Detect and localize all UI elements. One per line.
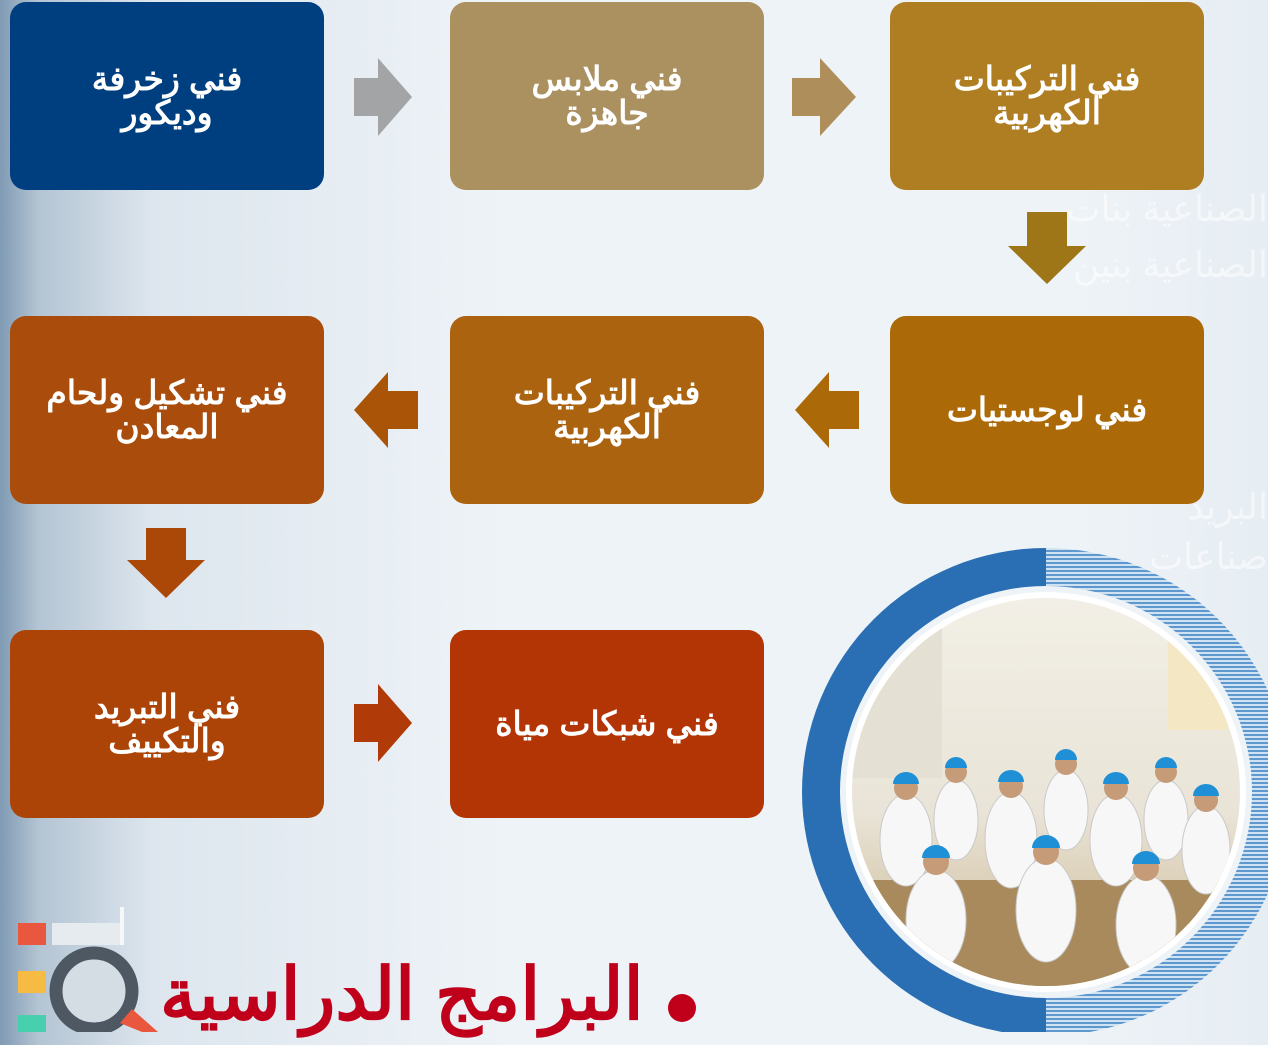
ghost-text-4: صناعات [1149,536,1268,577]
box-logistics: فني لوجستيات [890,316,1204,504]
box-electrical-1: فني التركيبات الكهربية [890,2,1204,190]
search-icon [18,907,158,1032]
box-metal: فني تشكيل ولحام المعادن [10,316,324,504]
arrow-right-icon [354,58,412,136]
ghost-text-1: الصناعية بنات [1066,188,1268,229]
bullet-point [668,994,696,1022]
student-photo [802,548,1268,1032]
box-decor: فني زخرفة وديكور [10,2,324,190]
box-water: فني شبكات مياة [450,630,764,818]
box-electrical-2: فني التركيبات الكهربية [450,316,764,504]
arrow-down-icon [1008,212,1086,284]
ghost-text-2: الصناعية بنين [1073,244,1268,285]
arrow-right-icon [354,684,412,762]
arrow-left-icon [795,372,859,448]
arrow-right-icon [792,58,856,136]
box-hvac: فني التبريد والتكييف [10,630,324,818]
page-heading: البرامج الدراسية [160,955,644,1035]
box-clothes: فني ملابس جاهزة [450,2,764,190]
arrow-left-icon [354,372,418,448]
arrow-down-icon [127,528,205,598]
